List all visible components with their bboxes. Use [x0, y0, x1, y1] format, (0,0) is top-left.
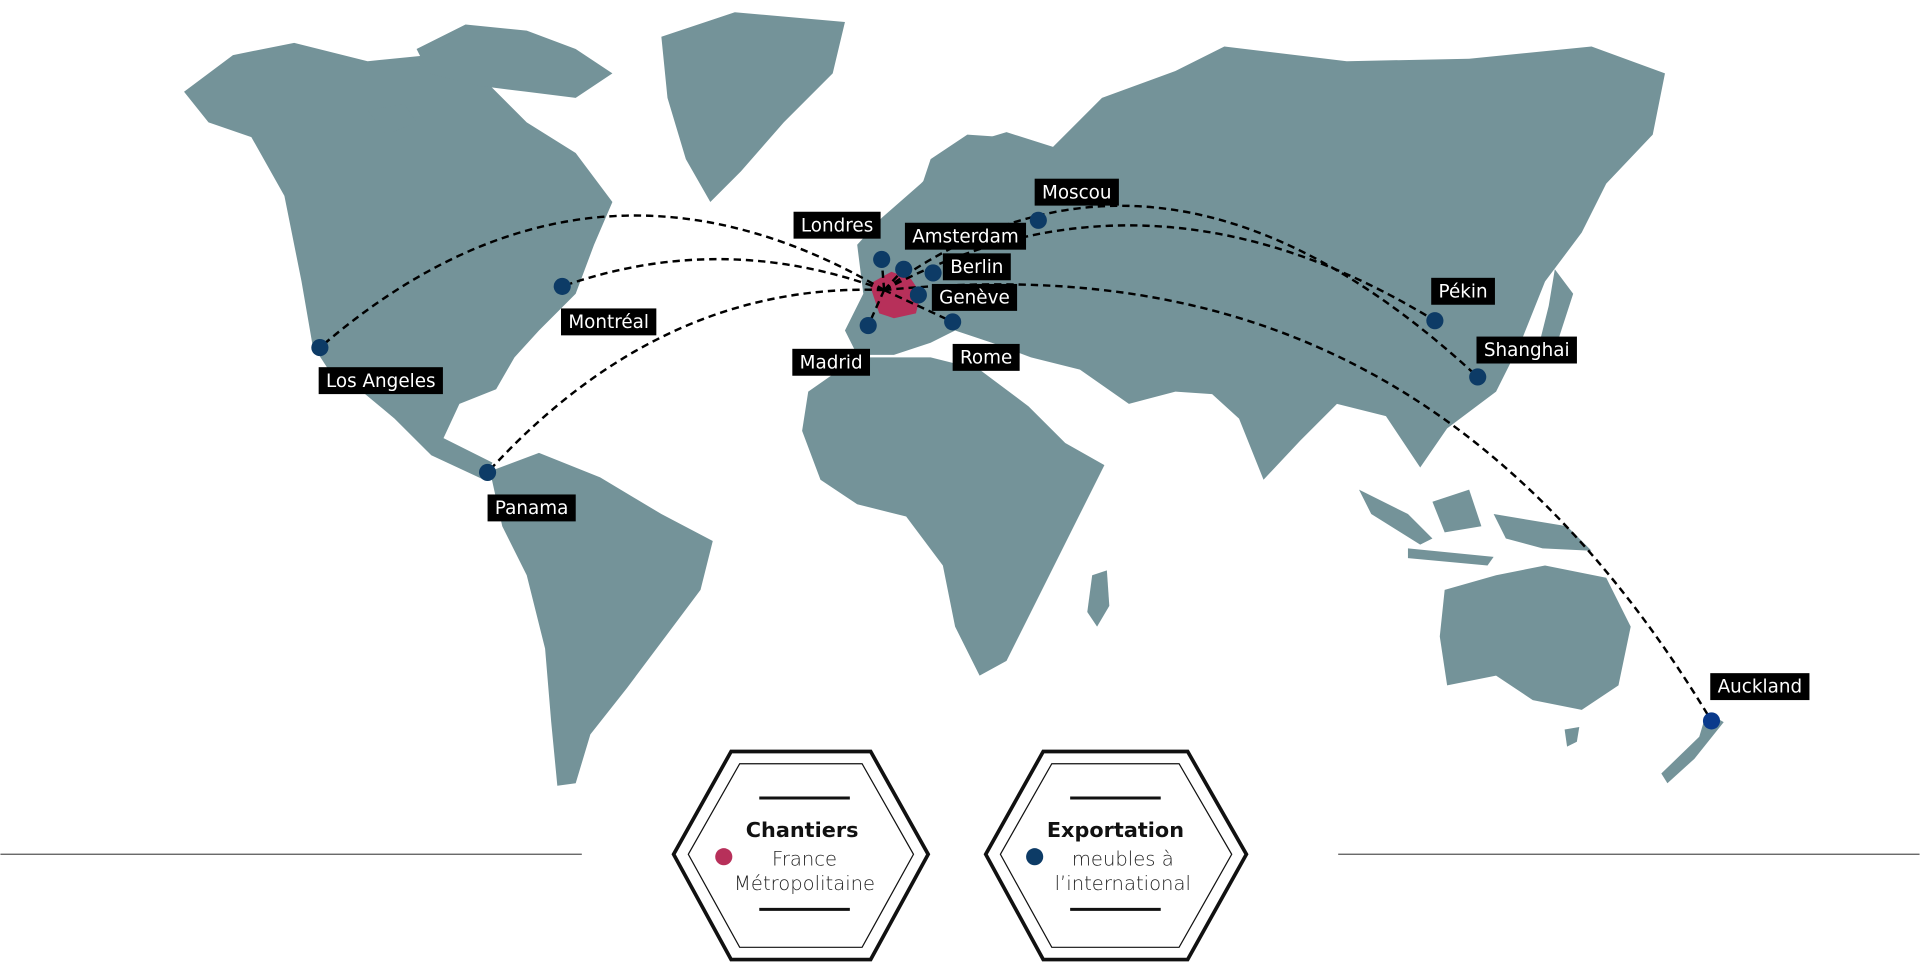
city-label: Genève	[939, 288, 1010, 309]
australia	[1439, 565, 1631, 710]
city-label-bg	[1476, 336, 1577, 364]
tasmania	[1564, 727, 1580, 747]
city-rome: Rome	[944, 313, 1020, 371]
city-label: Montréal	[568, 312, 649, 333]
city-auckland: Auckland	[1702, 673, 1810, 730]
city-dot-icon	[1469, 368, 1487, 386]
city-dot-icon	[479, 463, 497, 481]
city-label: Londres	[801, 215, 873, 236]
city-dot-icon	[924, 264, 942, 282]
city-shanghai: Shanghai	[1469, 336, 1577, 386]
city-label-bg	[952, 343, 1020, 371]
france	[869, 271, 921, 319]
city-montreal: Montréal	[553, 277, 657, 336]
legend-chantiers-title: Chantiers	[746, 818, 859, 842]
africa	[802, 357, 1105, 676]
route-shanghai	[883, 204, 1479, 378]
continents	[184, 12, 1724, 786]
city-label: Amsterdam	[912, 226, 1018, 247]
city-moscou: Moscou	[1029, 178, 1119, 229]
city-losangeles: Los Angeles	[311, 339, 443, 395]
city-label: Auckland	[1718, 677, 1803, 698]
legend-export-line2: l’international	[1055, 872, 1191, 895]
city-label-bg	[1431, 277, 1495, 305]
route-rome	[883, 288, 954, 324]
city-label-bg	[942, 253, 1011, 281]
city-label-bg	[561, 308, 657, 336]
city-pekin: Pékin	[1426, 277, 1495, 330]
city-label: Madrid	[800, 352, 863, 373]
city-dot-icon	[944, 313, 962, 331]
city-label-bg	[931, 283, 1018, 311]
japan	[1537, 269, 1574, 351]
indonesia	[1358, 489, 1592, 566]
city-label: Pékin	[1439, 281, 1488, 302]
legend-chantiers-line1: France	[772, 847, 837, 870]
madagascar	[1087, 570, 1110, 627]
city-dot-icon	[859, 316, 877, 335]
city-label-bg	[487, 494, 576, 522]
city-dot-icon	[1029, 211, 1047, 229]
city-label: Panama	[495, 498, 568, 519]
city-label: Rome	[960, 348, 1012, 369]
city-dot-icon	[1426, 312, 1444, 330]
route-panama	[486, 288, 885, 474]
route-amsterdam	[883, 268, 905, 291]
city-madrid: Madrid	[792, 316, 877, 376]
legend-export-line1: meubles à	[1072, 847, 1174, 870]
city-label: Berlin	[950, 257, 1003, 278]
arctic-islands	[367, 24, 613, 135]
city-label: Moscou	[1042, 182, 1112, 203]
city-amsterdam: Amsterdam	[895, 222, 1027, 278]
city-panama: Panama	[479, 463, 576, 522]
city-dot-icon	[553, 277, 571, 295]
route-madrid	[867, 289, 886, 327]
city-londres: Londres	[793, 211, 891, 269]
route-montreal	[561, 257, 885, 292]
city-label-bg	[1034, 178, 1119, 206]
new-zealand	[1661, 712, 1724, 784]
south-america	[490, 452, 713, 786]
city-label-bg	[904, 222, 1027, 250]
city-label-bg	[318, 367, 443, 395]
city-dot-icon	[1702, 712, 1721, 730]
legend-export: Exportation meubles à l’international	[983, 749, 1249, 962]
legend-export-title: Exportation	[1047, 818, 1184, 842]
eurasia	[844, 46, 1665, 480]
city-dot-icon	[873, 250, 891, 269]
north-america	[184, 42, 613, 480]
city-dot-icon	[311, 339, 329, 357]
city-dot-icon	[909, 286, 927, 304]
scandinavia	[912, 134, 1005, 233]
city-label-bg	[792, 348, 871, 376]
city-label: Shanghai	[1484, 340, 1570, 361]
greenland	[661, 12, 845, 202]
legend-chantiers: Chantiers France Métropolitaine	[671, 749, 931, 962]
city-dot-icon	[1026, 848, 1044, 866]
city-dot-icon	[895, 260, 913, 278]
city-label: Los Angeles	[326, 371, 436, 392]
legend: Chantiers France Métropolitaine Exportat…	[0, 749, 1920, 962]
route-pekin	[883, 224, 1436, 322]
city-label-bg	[1710, 673, 1810, 701]
city-label-bg	[793, 211, 881, 239]
france-dot-icon	[715, 848, 733, 866]
city-geneve: Genève	[909, 283, 1018, 311]
city-berlin: Berlin	[924, 253, 1011, 282]
route-los-angeles	[319, 214, 885, 349]
legend-chantiers-line2: Métropolitaine	[734, 872, 875, 895]
